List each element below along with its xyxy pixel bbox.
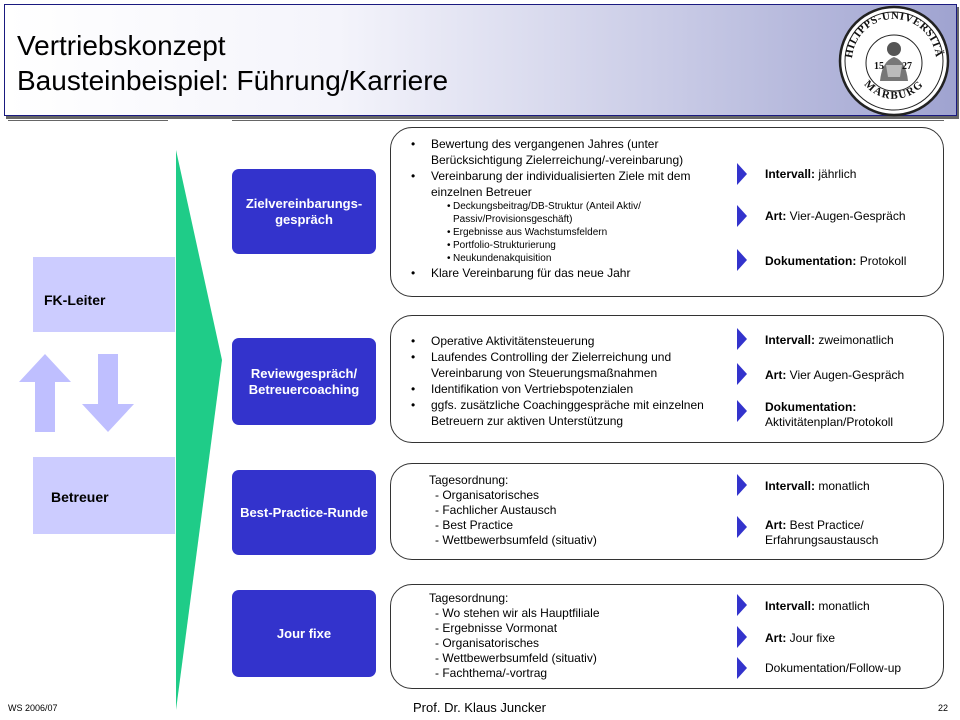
stage-zielvereinbarungsgespraech: Zielvereinbarungs-gespräch xyxy=(232,169,376,254)
list-item: - Wo stehen wir als Hauptfiliale xyxy=(435,606,600,620)
agenda-list: Tagesordnung: - Organisatorisches - Fach… xyxy=(429,473,597,548)
agenda-heading: Tagesordnung: xyxy=(429,473,509,487)
meta-intervall: Intervall: monatlich xyxy=(765,479,870,493)
chevron-right-icon xyxy=(737,249,747,271)
sub-bullet-list: Deckungsbeitrag/DB-Struktur (Anteil Akti… xyxy=(405,200,735,265)
meta-intervall: Intervall: jährlich xyxy=(765,167,857,181)
agenda-heading: Tagesordnung: xyxy=(429,591,509,605)
footer-semester: WS 2006/07 xyxy=(8,703,58,713)
stage-reviewgespraech: Reviewgespräch/ Betreuercoaching xyxy=(232,338,376,425)
list-item: - Wettbewerbsumfeld (situativ) xyxy=(435,533,597,547)
university-seal-logo: PHILIPPS-UNIVERSITÄT MARBURG 15 27 xyxy=(836,3,950,117)
page-subtitle: Bausteinbeispiel: Führung/Karriere xyxy=(17,65,449,96)
chevron-right-icon xyxy=(737,205,747,227)
role-box-fk-leiter xyxy=(33,257,175,332)
chevron-right-icon xyxy=(737,626,747,648)
chevron-right-icon xyxy=(737,594,747,616)
list-item: Operative Aktivitätensteuerung xyxy=(405,333,735,349)
stage-best-practice-runde: Best-Practice-Runde xyxy=(232,470,376,555)
title-bar: Vertriebskonzept Bausteinbeispiel: Führu… xyxy=(4,4,957,116)
title-divider-left xyxy=(8,120,168,121)
list-item: Bewertung des vergangenen Jahres (unter … xyxy=(405,136,735,168)
arrow-up-icon xyxy=(19,354,71,432)
list-item: Ergebnisse aus Wachstumsfeldern xyxy=(405,226,735,239)
meta-dokumentation: Dokumentation: Protokoll xyxy=(765,254,907,268)
meta-art: Art: Jour fixe xyxy=(765,631,836,645)
content-box-jour-fixe: Tagesordnung: - Wo stehen wir als Hauptf… xyxy=(390,584,944,689)
page-title: Vertriebskonzept xyxy=(17,30,226,61)
footer-author: Prof. Dr. Klaus Juncker xyxy=(413,700,546,715)
chevron-right-icon xyxy=(737,328,747,350)
meta-art: Art: Best Practice/ Erfahrungsaustausch xyxy=(765,518,879,547)
list-item: Laufendes Controlling der Zielerreichung… xyxy=(405,349,735,381)
footer-page-number: 22 xyxy=(938,703,949,713)
svg-text:27: 27 xyxy=(902,61,912,72)
arrow-down-icon xyxy=(82,354,134,432)
agenda-list: Tagesordnung: - Wo stehen wir als Hauptf… xyxy=(429,591,600,681)
list-item: Neukundenakquisition xyxy=(405,252,735,265)
chevron-right-icon xyxy=(737,516,747,538)
list-item: Klare Vereinbarung für das neue Jahr xyxy=(405,265,735,281)
list-item: Deckungsbeitrag/DB-Struktur (Anteil Akti… xyxy=(405,200,735,226)
list-item: - Ergebnisse Vormonat xyxy=(435,621,558,635)
content-box-best-practice: Tagesordnung: - Organisatorisches - Fach… xyxy=(390,463,944,560)
svg-text:15: 15 xyxy=(874,61,884,72)
title-divider-right xyxy=(232,120,944,121)
list-item: - Wettbewerbsumfeld (situativ) xyxy=(435,651,597,665)
list-item: - Fachthema/-vortrag xyxy=(435,666,548,680)
list-item: Identifikation von Vertriebspotenzialen xyxy=(405,381,735,397)
chevron-right-icon xyxy=(737,400,747,422)
list-item: - Organisatorisches xyxy=(435,636,540,650)
list-item: Vereinbarung der individualisierten Ziel… xyxy=(405,168,735,200)
bullet-list: Bewertung des vergangenen Jahres (unter … xyxy=(405,136,735,281)
meta-dokumentation: Dokumentation/Follow-up xyxy=(765,661,902,675)
chevron-right-icon xyxy=(737,163,747,185)
sub-list-container: Deckungsbeitrag/DB-Struktur (Anteil Akti… xyxy=(405,200,735,265)
list-item: ggfs. zusätzliche Coachinggespräche mit … xyxy=(405,397,735,429)
chevron-right-icon xyxy=(737,657,747,679)
list-item: - Fachlicher Austausch xyxy=(435,503,557,517)
stage-jour-fixe: Jour fixe xyxy=(232,590,376,677)
content-box-zielvereinbarung: Bewertung des vergangenen Jahres (unter … xyxy=(390,127,944,297)
content-box-reviewgespraech: Operative Aktivitätensteuerung Laufendes… xyxy=(390,315,944,443)
meta-intervall: Intervall: zweimonatlich xyxy=(765,333,894,347)
process-wedge xyxy=(176,150,222,710)
chevron-right-icon xyxy=(737,363,747,385)
role-label-betreuer: Betreuer xyxy=(51,489,109,505)
meta-intervall: Intervall: monatlich xyxy=(765,599,870,613)
meta-dokumentation: Dokumentation:Aktivitätenplan/Protokoll xyxy=(765,400,894,429)
meta-art: Art: Vier Augen-Gespräch xyxy=(765,368,905,382)
list-item: - Best Practice xyxy=(435,518,514,532)
role-label-fk-leiter: FK-Leiter xyxy=(44,292,106,308)
list-item: - Organisatorisches xyxy=(435,488,540,502)
chevron-right-icon xyxy=(737,474,747,496)
role-box-betreuer xyxy=(33,457,175,534)
meta-art: Art: Vier-Augen-Gespräch xyxy=(765,209,906,223)
list-item: Portfolio-Strukturierung xyxy=(405,239,735,252)
bullet-list: Operative Aktivitätensteuerung Laufendes… xyxy=(405,333,735,429)
